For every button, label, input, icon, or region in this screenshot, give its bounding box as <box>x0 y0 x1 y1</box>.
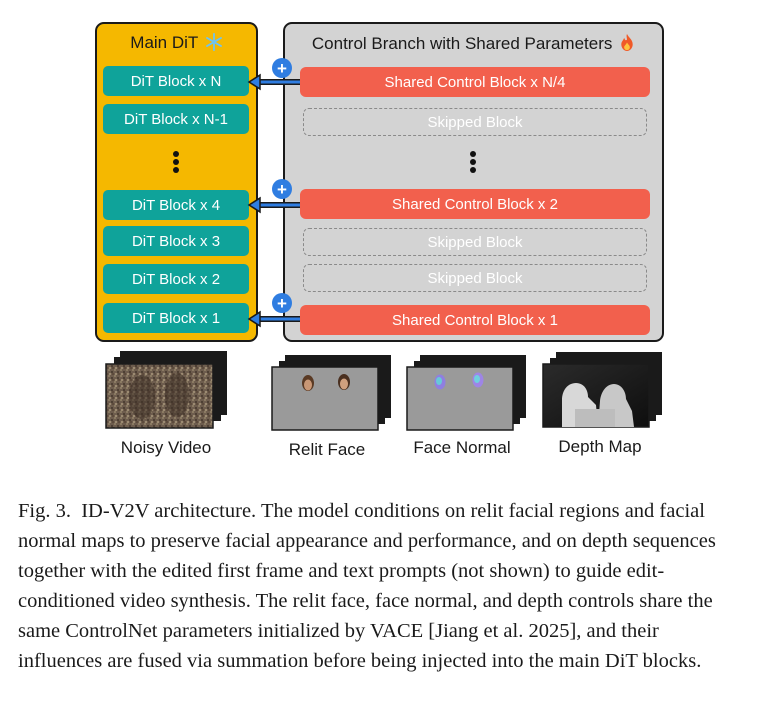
figure-caption: Fig. 3. ID-V2V architecture. The model c… <box>18 496 748 676</box>
dit-block-3: DiT Block x 3 <box>103 226 249 256</box>
input-label-depth-map: Depth Map <box>558 437 642 456</box>
skipped-block: Skipped Block <box>303 228 647 256</box>
shared-control-block-1: Shared Control Block x 1 <box>300 305 650 335</box>
arrow-to-dit-block-4 <box>247 196 300 214</box>
dit-block-n-1: DiT Block x N-1 <box>103 104 249 134</box>
main-ellipsis <box>172 151 180 175</box>
control-branch-title: Control Branch with Shared Parameters <box>283 33 664 54</box>
fire-icon <box>621 33 633 52</box>
face-normal-stack <box>406 355 526 431</box>
skipped-block: Skipped Block <box>303 264 647 292</box>
shared-control-block-n4: Shared Control Block x N/4 <box>300 67 650 97</box>
arrow-to-dit-block-1 <box>247 310 300 328</box>
dit-block-4: DiT Block x 4 <box>103 190 249 220</box>
skipped-block: Skipped Block <box>303 108 647 136</box>
caption-body: The model conditions on relit facial reg… <box>18 500 716 672</box>
injection-arrows <box>247 73 300 328</box>
control-branch-title-text: Control Branch with Shared Parameters <box>311 34 613 53</box>
input-label-face-normal: Face Normal <box>413 438 511 457</box>
caption-title: ID-V2V architecture. <box>81 500 257 522</box>
input-stacks <box>105 351 662 431</box>
input-label-noisy-video: Noisy Video <box>120 438 212 457</box>
sum-plus-icon: + <box>272 179 292 199</box>
dit-block-1: DiT Block x 1 <box>103 303 249 333</box>
main-dit-title-text: Main DiT <box>130 33 198 52</box>
dit-block-2: DiT Block x 2 <box>103 264 249 294</box>
sum-plus-icon: + <box>272 293 292 313</box>
arrow-to-dit-block-n <box>247 73 300 91</box>
sum-plus-icon: + <box>272 58 292 78</box>
relit-face-stack <box>271 355 391 431</box>
shared-control-block-2: Shared Control Block x 2 <box>300 189 650 219</box>
main-dit-title: Main DiT <box>95 33 258 53</box>
noisy-video-stack <box>105 351 227 429</box>
dit-block-n: DiT Block x N <box>103 66 249 96</box>
snowflake-icon <box>205 33 222 51</box>
control-ellipsis <box>469 151 477 175</box>
caption-label: Fig. 3. <box>18 500 71 522</box>
input-label-relit-face: Relit Face <box>288 440 366 459</box>
depth-map-stack <box>542 352 662 428</box>
